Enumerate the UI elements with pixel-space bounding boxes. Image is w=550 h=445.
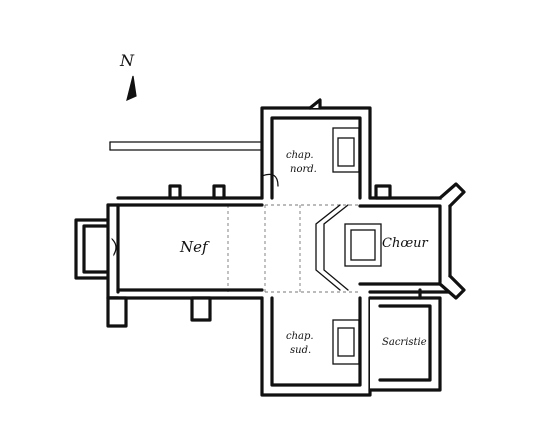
north-arrow-icon — [126, 75, 137, 102]
sacristy — [368, 288, 442, 392]
nave-walls — [106, 184, 264, 328]
sacristy-label: Sacristie — [382, 337, 427, 348]
south-chapel — [260, 296, 372, 397]
choir — [315, 182, 466, 300]
construction-lines — [75, 204, 360, 295]
north-chapel-label-line1: chap. — [286, 150, 314, 161]
north-chapel — [260, 98, 372, 200]
choir-label: Chœur — [382, 236, 429, 251]
south-chapel-label-line1: chap. — [286, 331, 314, 342]
boundary-wall — [109, 141, 263, 151]
north-arrow: N — [119, 51, 137, 102]
north-chapel-label-line2: nord. — [290, 164, 317, 175]
north-label: N — [119, 51, 135, 70]
south-chapel-label-line2: sud. — [290, 345, 311, 356]
nave-label: Nef — [179, 238, 210, 256]
